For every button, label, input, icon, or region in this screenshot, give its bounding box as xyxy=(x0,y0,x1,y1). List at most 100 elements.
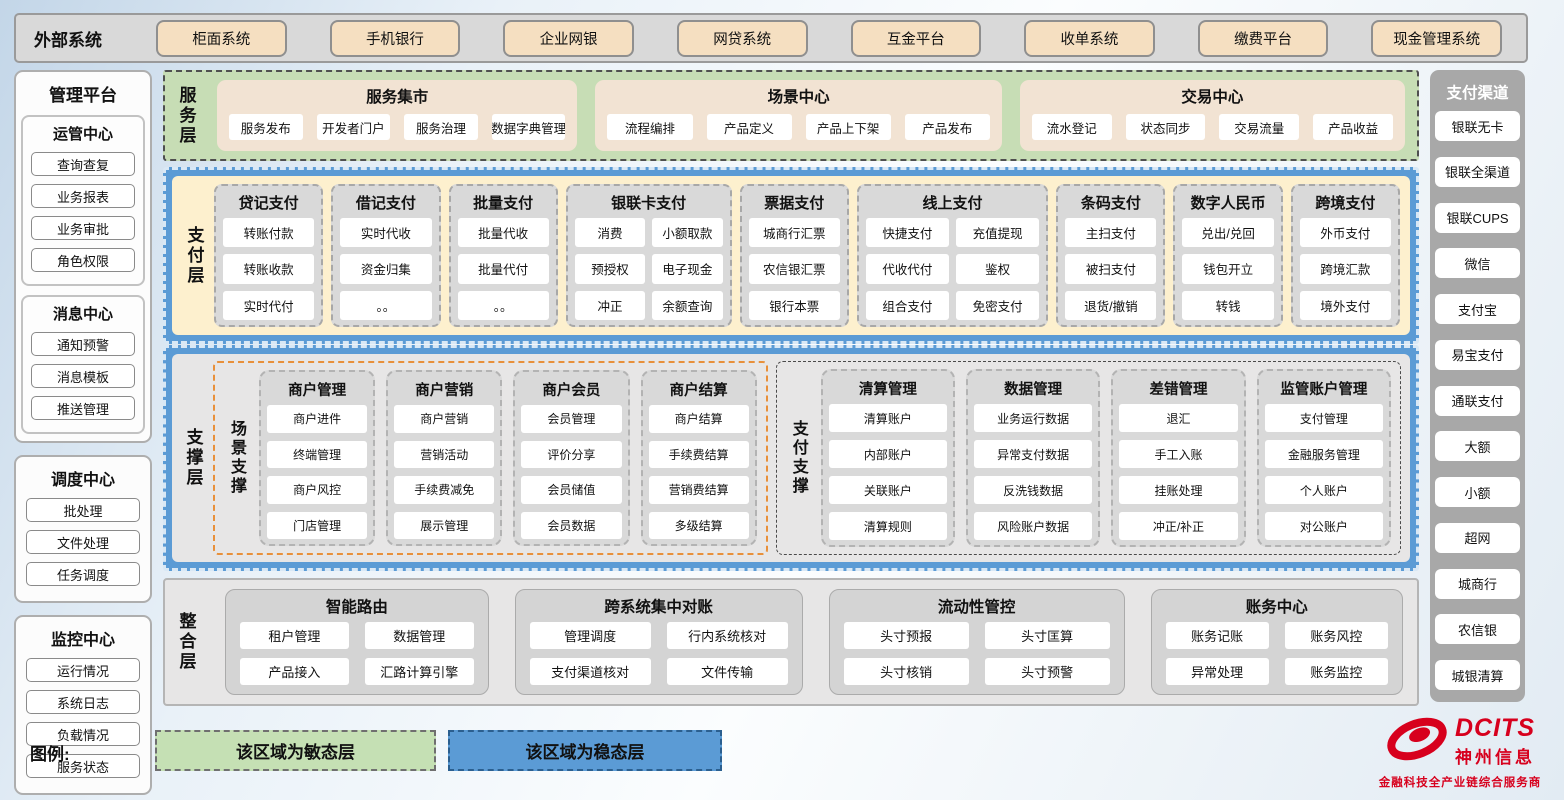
column-title: 商户管理 xyxy=(288,383,347,399)
management-platform-panel: 管理平台 运管中心 查询查复业务报表业务审批角色权限 消息中心 通知预警消息模板… xyxy=(14,70,152,443)
payment-channel-box: 银联无卡 xyxy=(1435,111,1520,141)
logo-name: DCITS xyxy=(1455,713,1535,742)
integration-chip: 汇路计算引擎 xyxy=(364,658,474,685)
section-title: 运管中心 xyxy=(52,126,113,143)
payment-channel-box: 城商行 xyxy=(1435,568,1520,599)
external-systems-list: 柜面系统手机银行企业网银网贷系统互金平台收单系统缴费平台现金管理系统 xyxy=(156,19,1502,57)
external-system-box: 手机银行 xyxy=(329,19,461,57)
support-chip: 手工入账 xyxy=(1119,440,1238,468)
management-item-box: 批处理 xyxy=(26,498,140,522)
external-system-box: 柜面系统 xyxy=(156,19,287,57)
payment-chip: 代收代付 xyxy=(865,254,950,284)
payment-chip: 转账付款 xyxy=(223,218,315,248)
trade-center-group: 交易中心 流水登记状态同步交易流量产品收益 xyxy=(1019,80,1405,151)
column-items: 外币支付跨境汇款境外支付 xyxy=(1299,218,1391,320)
support-layer-label: 支撑层 xyxy=(183,428,203,488)
column-title: 跨境支付 xyxy=(1315,195,1376,212)
logo-tagline: 金融科技全产业链综合服务商 xyxy=(1378,777,1542,789)
column-title: 贷记支付 xyxy=(238,195,299,212)
support-chip: 内部账户 xyxy=(828,440,948,468)
support-chip: 关联账户 xyxy=(828,476,948,504)
data-management-column: 数据管理 业务运行数据异常支付数据反洗钱数据风险账户数据 xyxy=(966,369,1101,547)
service-market-group: 服务集市 服务发布开发者门户服务治理数据字典管理 xyxy=(217,80,578,151)
support-chip: 清算账户 xyxy=(828,404,948,432)
payment-chip: 境外支付 xyxy=(1299,290,1391,320)
column-items: 退汇手工入账挂账处理冲正/补正 xyxy=(1119,404,1238,540)
legend-stable-layer: 该区域为稳态层 xyxy=(448,730,722,771)
payment-chip: 批量代付 xyxy=(457,254,549,284)
payment-chip: 批量代收 xyxy=(457,218,549,248)
management-item-box: 推送管理 xyxy=(31,396,135,420)
support-chip: 风险账户数据 xyxy=(974,512,1093,540)
integration-chip: 头寸匡算 xyxy=(984,622,1110,649)
group-items: 管理调度行内系统核对支付渠道核对文件传输 xyxy=(529,622,788,685)
column-items: 商户进件终端管理商户风控门店管理 xyxy=(267,405,368,539)
management-item-box: 角色权限 xyxy=(31,248,135,272)
service-layer-label: 服务层 xyxy=(176,85,196,146)
column-items: 实时代收资金归集。。 xyxy=(340,218,432,320)
column-items: 商户营销营销活动手续费减免展示管理 xyxy=(394,405,495,539)
regulatory-account-column: 监管账户管理 支付管理金融服务管理个人账户对公账户 xyxy=(1256,369,1391,547)
support-chip: 个人账户 xyxy=(1264,476,1383,504)
service-chip: 数据字典管理 xyxy=(491,114,566,140)
scheduling-center-panel: 调度中心 批处理文件处理任务调度 xyxy=(14,455,152,603)
external-systems-bar: 外部系统 柜面系统手机银行企业网银网贷系统互金平台收单系统缴费平台现金管理系统 xyxy=(14,13,1528,63)
management-item-box: 业务报表 xyxy=(31,184,135,208)
barcode-payment-column: 条码支付 主扫支付被扫支付退货/撤销 xyxy=(1056,184,1166,327)
support-layer: 支撑层 场景支撑 商户管理 商户进件终端管理商户风控门店管理 商户营销 商户营销… xyxy=(163,345,1419,571)
smart-routing-group: 智能路由 租户管理数据管理产品接入汇路计算引擎 xyxy=(225,589,489,695)
error-management-column: 差错管理 退汇手工入账挂账处理冲正/补正 xyxy=(1111,369,1246,547)
section-title: 监控中心 xyxy=(50,632,115,649)
column-items: 批量代收批量代付。。 xyxy=(457,218,549,320)
column-title: 商户营销 xyxy=(415,383,474,399)
payment-chip: 钱包开立 xyxy=(1182,254,1274,284)
legend-agile-layer: 该区域为敏态层 xyxy=(155,730,436,771)
column-items: 快捷支付充值提现代收代付鉴权组合支付免密支付 xyxy=(865,218,1040,320)
column-items: 主扫支付被扫支付退货/撤销 xyxy=(1065,218,1157,320)
management-item-box: 消息模板 xyxy=(31,364,135,388)
column-title: 批量支付 xyxy=(473,195,534,212)
support-chip: 终端管理 xyxy=(267,440,368,468)
credit-payment-column: 贷记支付 转账付款转账收款实时代付 xyxy=(214,184,324,327)
service-chip: 产品收益 xyxy=(1313,114,1393,140)
group-title: 服务集市 xyxy=(366,89,429,106)
external-systems-label: 外部系统 xyxy=(34,30,102,50)
payment-channel-box: 超网 xyxy=(1435,522,1520,553)
section-items: 通知预警消息模板推送管理 xyxy=(26,332,140,420)
group-items: 头寸预报头寸匡算头寸核销头寸预警 xyxy=(843,622,1110,685)
group-items: 流水登记状态同步交易流量产品收益 xyxy=(1031,112,1393,142)
support-chip: 手续费结算 xyxy=(648,440,749,468)
management-platform-title: 管理平台 xyxy=(49,86,117,105)
payment-chip: 充值提现 xyxy=(956,218,1040,248)
scene-center-group: 场景中心 流程编排产品定义产品上下架产品发布 xyxy=(595,80,1002,151)
payment-chip: 消费 xyxy=(574,218,646,248)
payment-chip: 鉴权 xyxy=(956,254,1040,284)
section-items: 运行情况系统日志负载情况服务状态 xyxy=(21,658,145,778)
column-title: 差错管理 xyxy=(1149,382,1208,398)
payment-chip: 被扫支付 xyxy=(1065,254,1157,284)
payment-channel-box: 通联支付 xyxy=(1435,385,1520,416)
payment-chip: 电子现金 xyxy=(652,254,723,284)
external-system-box: 现金管理系统 xyxy=(1371,19,1502,57)
column-title: 票据支付 xyxy=(764,195,825,212)
cross-system-reconciliation-group: 跨系统集中对账 管理调度行内系统核对支付渠道核对文件传输 xyxy=(514,589,803,695)
digital-rmb-column: 数字人民币 兑出/兑回钱包开立转钱 xyxy=(1173,184,1283,327)
column-title: 监管账户管理 xyxy=(1280,382,1368,398)
management-item-box: 服务状态 xyxy=(26,754,140,778)
column-items: 商户结算手续费结算营销费结算多级结算 xyxy=(648,405,749,539)
support-chip: 会员管理 xyxy=(521,405,622,433)
payment-chip: 实时代收 xyxy=(340,218,432,248)
support-chip: 金融服务管理 xyxy=(1264,440,1383,468)
management-item-box: 查询查复 xyxy=(31,152,135,176)
support-chip: 门店管理 xyxy=(267,511,368,539)
clearing-management-column: 清算管理 清算账户内部账户关联账户清算规则 xyxy=(820,369,956,547)
group-title: 账务中心 xyxy=(1245,599,1308,616)
group-title: 流动性管控 xyxy=(937,599,1016,616)
integration-chip: 租户管理 xyxy=(240,622,349,649)
column-title: 清算管理 xyxy=(858,382,917,398)
external-system-box: 收单系统 xyxy=(1024,19,1155,57)
payment-chip: 快捷支付 xyxy=(865,218,950,248)
service-chip: 交易流量 xyxy=(1219,114,1300,140)
payment-chip: 外币支付 xyxy=(1299,218,1391,248)
